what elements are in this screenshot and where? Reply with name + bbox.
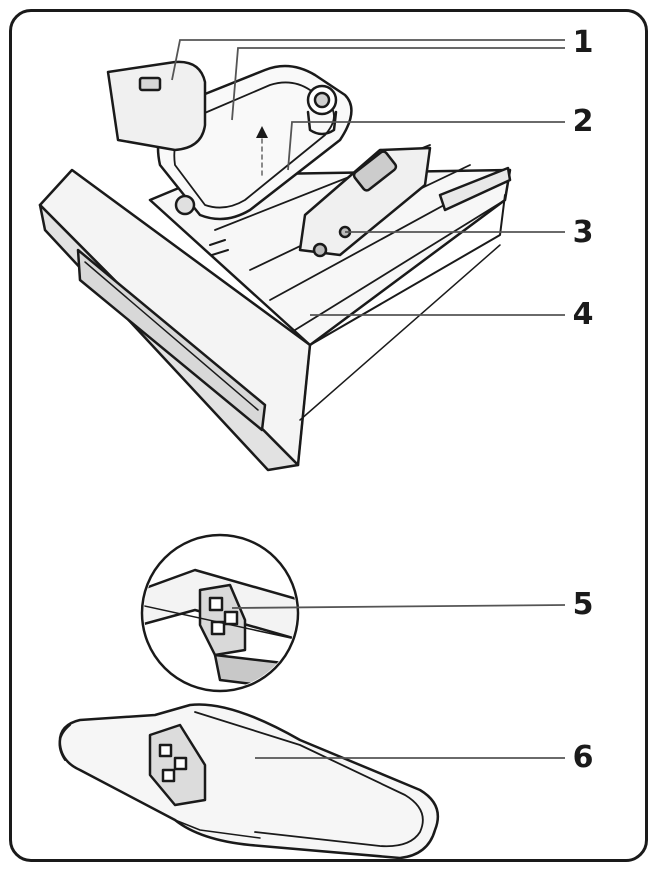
zoom-detail <box>140 533 300 693</box>
callout-5: 5 <box>572 587 594 622</box>
leader-1a <box>171 39 565 81</box>
leader-lines <box>171 39 566 759</box>
callout-3: 3 <box>572 215 594 250</box>
leader-2 <box>287 121 565 171</box>
callout-4: 4 <box>572 297 594 332</box>
liquid-container <box>156 64 353 221</box>
detergent-scoop <box>58 703 440 860</box>
drawer-front-panel <box>38 168 312 472</box>
container-lid <box>106 60 207 152</box>
leader-5 <box>231 604 566 609</box>
leader-1b <box>231 47 565 121</box>
siphon-cap <box>298 146 432 258</box>
callout-6: 6 <box>572 740 594 775</box>
callout-1: 1 <box>572 25 594 60</box>
callout-2: 2 <box>572 104 594 139</box>
